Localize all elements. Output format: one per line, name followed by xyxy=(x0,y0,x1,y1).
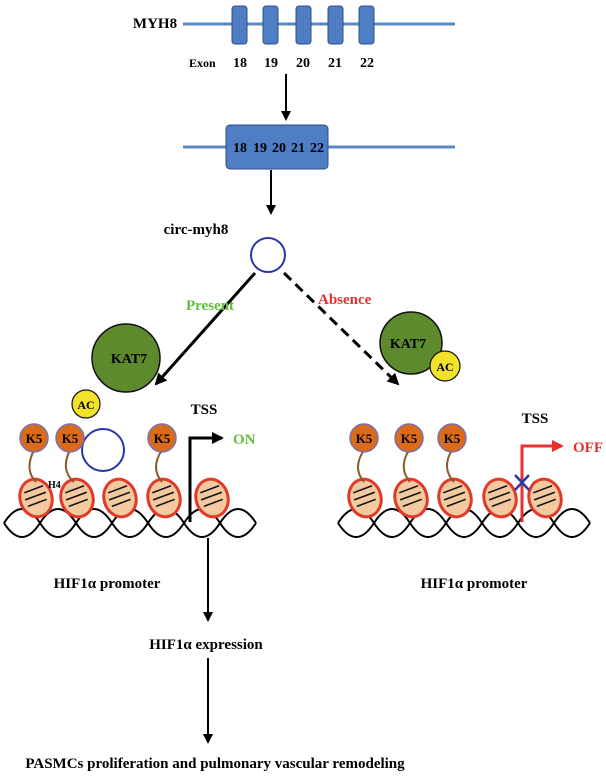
nucleosomes-right xyxy=(347,477,563,519)
histone-tail xyxy=(64,449,75,483)
gene-name: MYH8 xyxy=(133,16,177,32)
nucleosome xyxy=(59,477,95,519)
histone-tail xyxy=(28,449,37,483)
merged-exon-22: 22 xyxy=(310,141,324,156)
exon-number-20: 20 xyxy=(296,56,310,71)
nucleosome xyxy=(18,477,54,519)
ac-left-label: AC xyxy=(77,398,94,412)
circ-myh8-bound xyxy=(81,428,125,472)
k5-mark-left-3 xyxy=(147,423,177,453)
merged-exon-21: 21 xyxy=(291,141,305,156)
expression-label: HIF1α expression xyxy=(149,637,263,653)
k5-mark-left-1 xyxy=(19,423,49,453)
k5-mark-right-1 xyxy=(349,423,379,453)
outcome-label: PASMCs proliferation and pulmonary vascu… xyxy=(25,756,405,772)
merged-exon-block xyxy=(225,124,329,170)
ac-left xyxy=(71,389,101,419)
exon-number-21: 21 xyxy=(328,56,342,71)
exon-number-18: 18 xyxy=(233,56,247,71)
dna-wave-left xyxy=(3,508,257,538)
nucleosome xyxy=(347,477,383,519)
k5-mark-left-2 xyxy=(55,423,85,453)
arrow-absence xyxy=(282,271,400,386)
left-complex: KAT7 AC xyxy=(71,323,161,472)
histone-tail xyxy=(155,449,163,483)
merged-exon-19: 19 xyxy=(253,141,267,156)
k5-right-1-label: K5 xyxy=(356,431,373,446)
nucleosome xyxy=(482,477,518,519)
exon-number-19: 19 xyxy=(264,56,278,71)
merged-exon-20: 20 xyxy=(272,141,286,156)
exon-label: Exon xyxy=(189,56,216,70)
kat7-left-label: KAT7 xyxy=(111,352,147,367)
kat7-left xyxy=(91,323,161,393)
k5-mark-right-2 xyxy=(394,423,424,453)
nucleosome xyxy=(437,477,473,519)
kat7-right xyxy=(379,311,443,375)
tss-left-arrow xyxy=(188,432,224,522)
tss-left-label: TSS xyxy=(191,402,218,418)
circ-label: circ-myh8 xyxy=(164,222,229,238)
k5-left-3-label: K5 xyxy=(154,431,171,446)
kat7-right-label: KAT7 xyxy=(390,337,426,352)
exon-19 xyxy=(262,5,279,45)
nucleosome xyxy=(527,477,563,519)
dna-wave-right xyxy=(337,508,591,538)
branch-present-label: Present xyxy=(186,298,234,314)
right-complex: KAT7 AC xyxy=(379,311,461,382)
circ-myh8-ring xyxy=(250,237,286,273)
k5-mark-right-3 xyxy=(437,423,467,453)
promoter-right: HIF1α promoter xyxy=(421,576,528,592)
nucleosome xyxy=(146,477,182,519)
arrow-present xyxy=(154,272,257,386)
exon-18 xyxy=(231,5,248,45)
histone-tail xyxy=(446,449,455,483)
k5-left-1-label: K5 xyxy=(26,431,43,446)
branch-absence-label: Absence xyxy=(318,292,372,308)
histone-tail xyxy=(402,449,411,483)
nucleosome xyxy=(194,477,230,519)
promoter-left: HIF1α promoter xyxy=(54,576,161,592)
ac-right-label: AC xyxy=(436,360,453,374)
histone-h4-label: H4 xyxy=(48,480,61,491)
ac-right xyxy=(429,350,461,382)
state-on: ON xyxy=(233,432,256,448)
state-off: OFF xyxy=(573,440,603,456)
block-x-icon xyxy=(514,474,530,491)
exon-21 xyxy=(327,5,344,45)
merged-exon-18: 18 xyxy=(233,141,247,156)
tss-right-label: TSS xyxy=(522,411,549,427)
tss-right-arrow xyxy=(520,440,564,522)
histone-tail xyxy=(357,449,365,483)
nucleosome xyxy=(102,477,138,519)
exon-20 xyxy=(295,5,312,45)
k5-right-3-label: K5 xyxy=(444,431,461,446)
exon-22 xyxy=(358,5,375,45)
k5-left-2-label: K5 xyxy=(62,431,79,446)
exon-group xyxy=(231,5,375,45)
k5-right-2-label: K5 xyxy=(401,431,418,446)
exon-number-22: 22 xyxy=(360,56,374,71)
nucleosome xyxy=(393,477,429,519)
